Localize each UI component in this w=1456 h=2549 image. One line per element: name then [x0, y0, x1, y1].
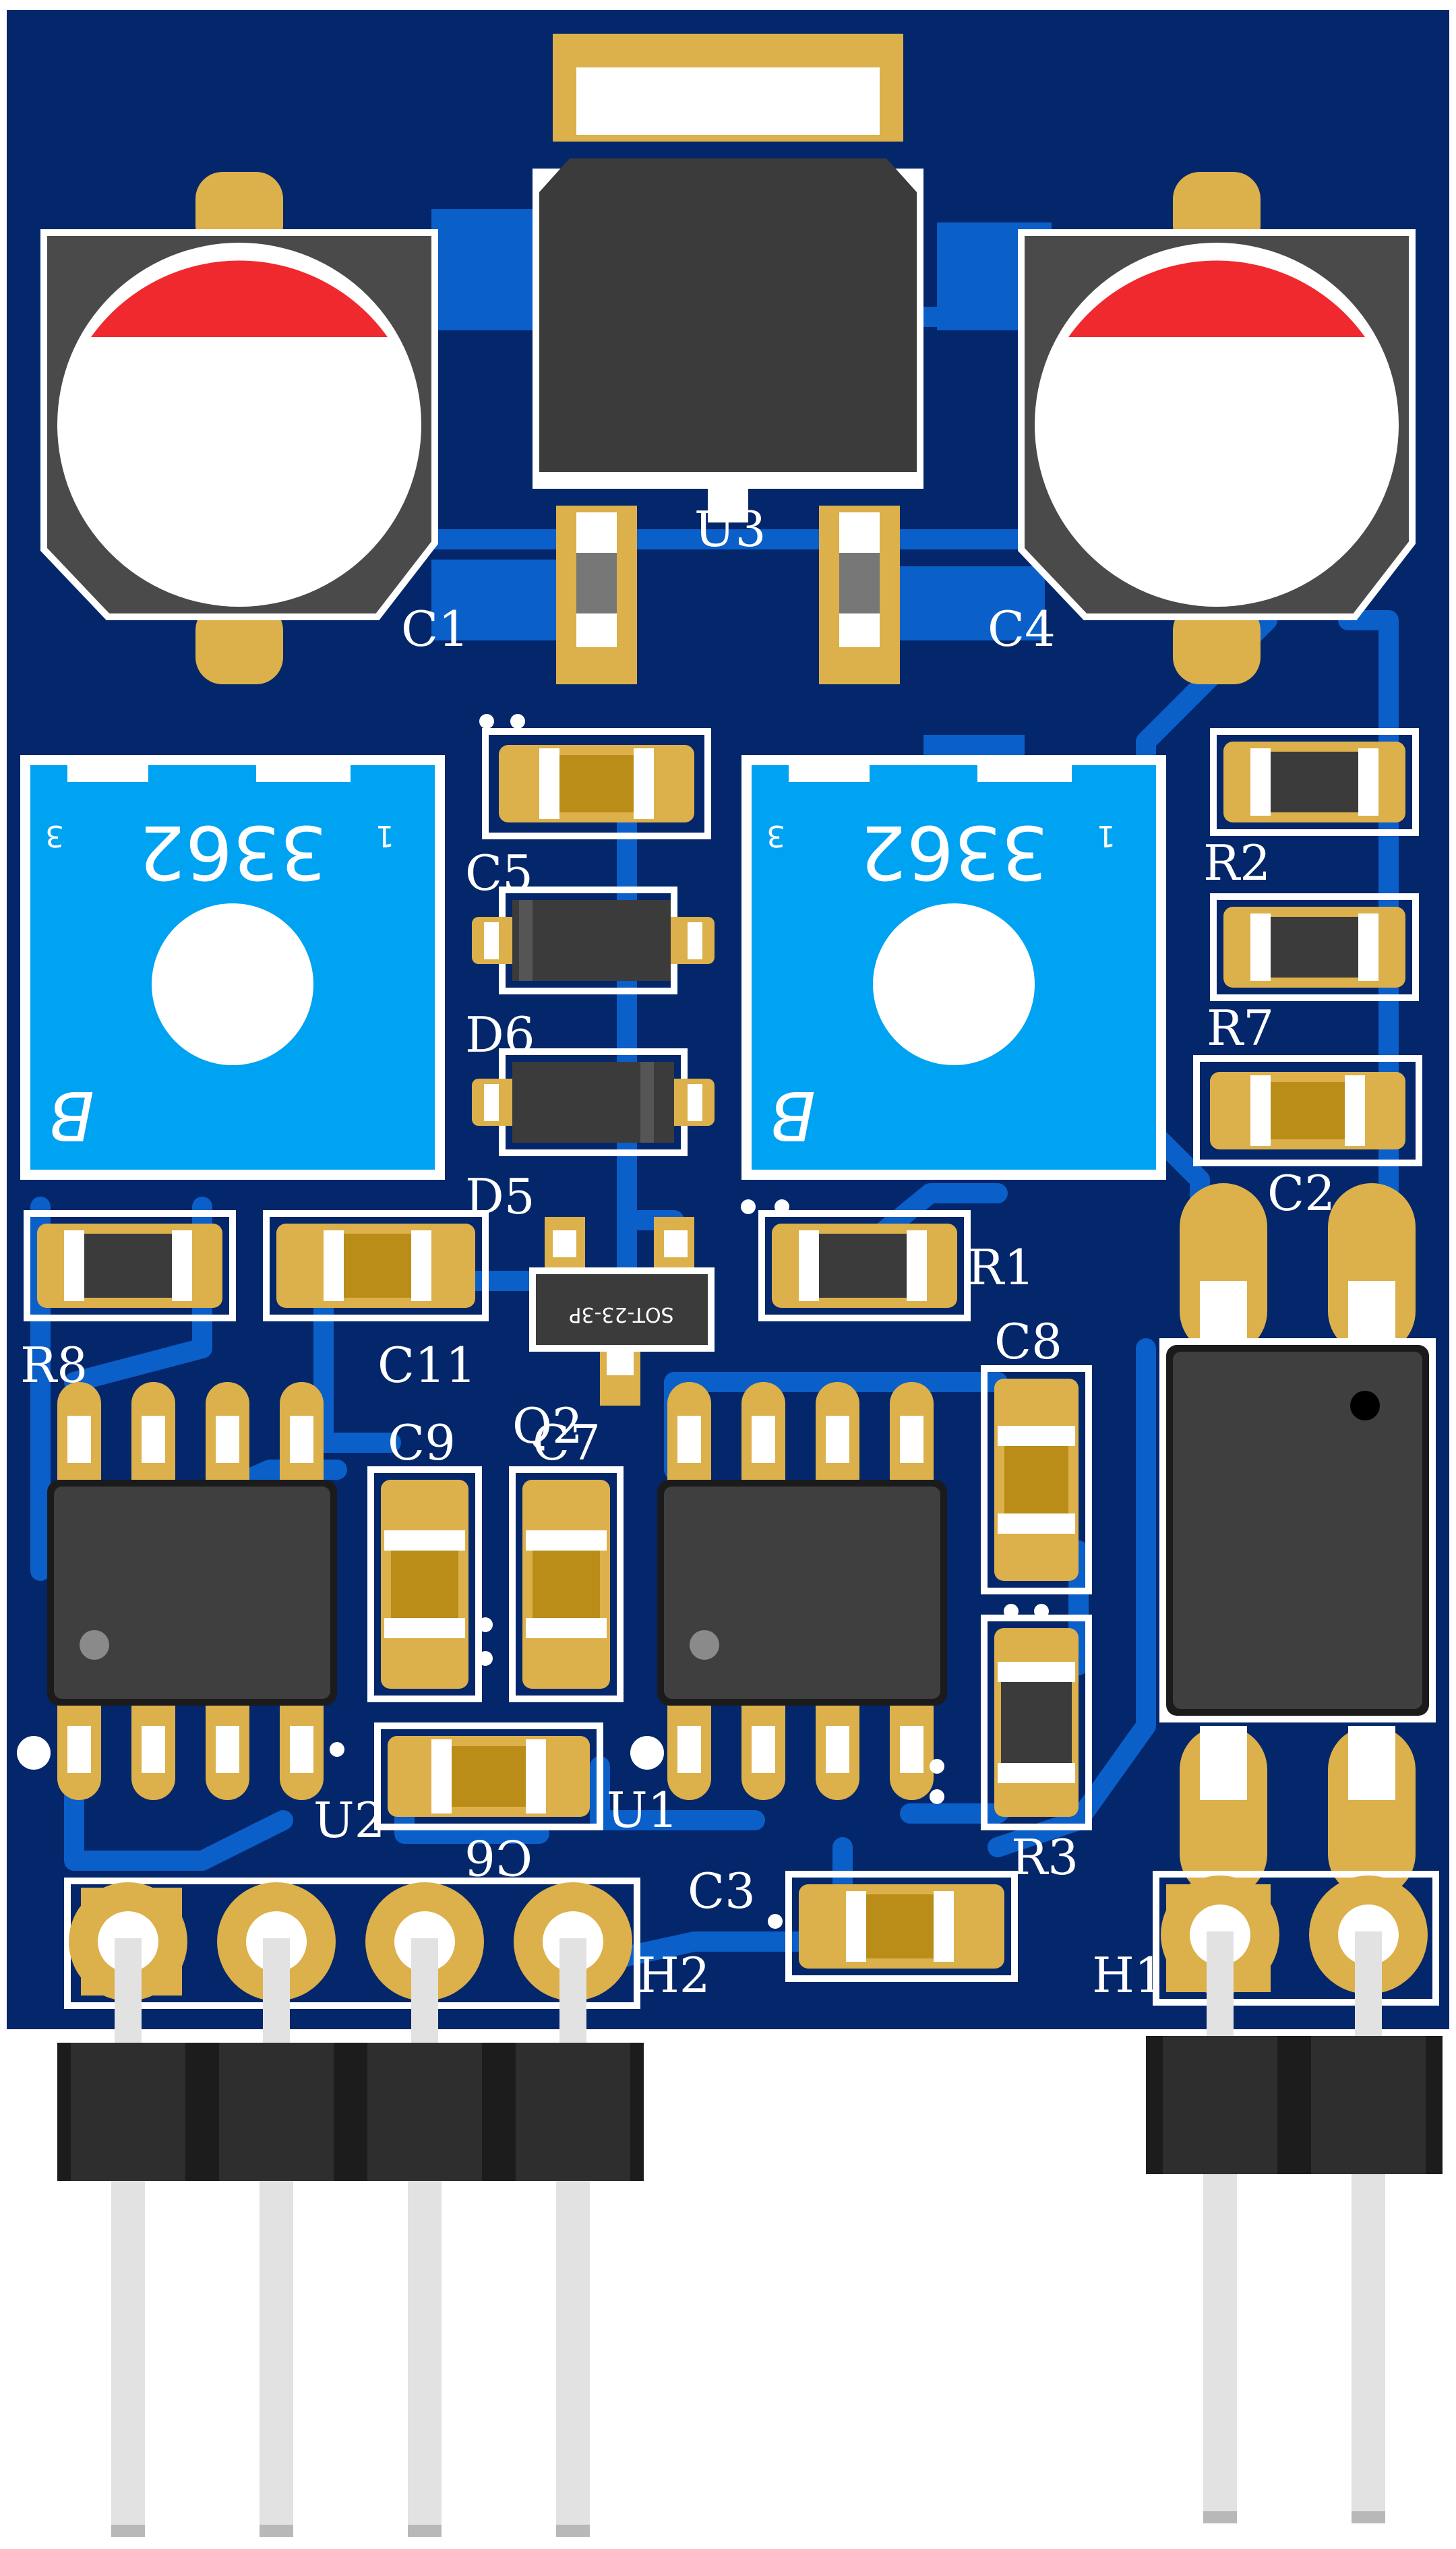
label-q2: Q2	[512, 1398, 583, 1454]
pot-left-brand: B	[48, 1076, 94, 1155]
label-c3: C3	[688, 1863, 756, 1919]
label-c9: C9	[388, 1414, 456, 1471]
label-r3: R3	[1011, 1829, 1079, 1886]
resistor-r2	[1210, 728, 1419, 836]
label-c8: C8	[994, 1313, 1062, 1370]
soic-chip-icon	[657, 1382, 947, 1800]
smd-capacitor-c9	[367, 1466, 482, 1702]
pin-header-icon	[1146, 1871, 1443, 2523]
smd-capacitor-c7	[509, 1466, 624, 1702]
pot-left-value: 3362	[138, 809, 327, 895]
label-r2: R2	[1203, 835, 1271, 891]
label-u3: U3	[694, 501, 766, 558]
smd-capacitor-c3	[785, 1871, 1018, 1982]
label-u1: U1	[607, 1782, 679, 1838]
label-h1: H1	[1092, 1947, 1165, 2004]
label-c7: C7	[533, 1414, 601, 1471]
smd-capacitor-c2	[1193, 1055, 1422, 1166]
vias	[17, 714, 1049, 1929]
resistor-r1	[758, 1210, 971, 1321]
label-h2: H2	[637, 1947, 710, 2004]
smd-capacitor-c8	[981, 1365, 1092, 1594]
electrolytic-capacitor-icon	[1018, 172, 1416, 684]
resistor-r7	[1210, 893, 1419, 1001]
label-c4: C4	[988, 601, 1056, 657]
pot-right-value: 3362	[859, 809, 1048, 895]
transistor-q2	[529, 1217, 715, 1406]
soic-chip-icon	[1159, 1183, 1436, 1898]
label-c2: C2	[1267, 1165, 1335, 1222]
label-r7: R7	[1207, 1000, 1274, 1056]
resistor-r8	[24, 1210, 236, 1321]
diode-d5	[472, 1048, 715, 1156]
label-c11: C11	[377, 1337, 477, 1393]
pot-left-pin3: 3	[45, 818, 64, 853]
voltage-regulator-icon	[533, 34, 923, 684]
diode-d6	[472, 887, 715, 994]
q2-package-label: SOT-23-3P	[569, 1302, 673, 1326]
label-c6: C6	[464, 1829, 533, 1886]
label-r1: R1	[967, 1239, 1035, 1296]
soic-chip-icon	[47, 1382, 337, 1800]
trimmer-potentiometer-icon	[741, 755, 1166, 1180]
label-c1: C1	[401, 601, 469, 657]
smd-capacitor-c6	[374, 1722, 603, 1830]
smd-capacitor-c11	[263, 1210, 489, 1321]
label-u2: U2	[313, 1792, 386, 1849]
electrolytic-capacitor-icon	[40, 172, 438, 684]
trimmer-potentiometer-icon	[20, 755, 445, 1180]
pot-right-brand: B	[769, 1076, 816, 1155]
pot-right-pin3: 3	[766, 818, 785, 853]
pin-header-icon	[57, 1878, 644, 2537]
resistor-r3	[981, 1615, 1092, 1830]
pot-right-pin1: 1	[1097, 818, 1116, 853]
smd-capacitor-c5	[482, 728, 711, 839]
pot-left-pin1: 1	[375, 818, 394, 853]
